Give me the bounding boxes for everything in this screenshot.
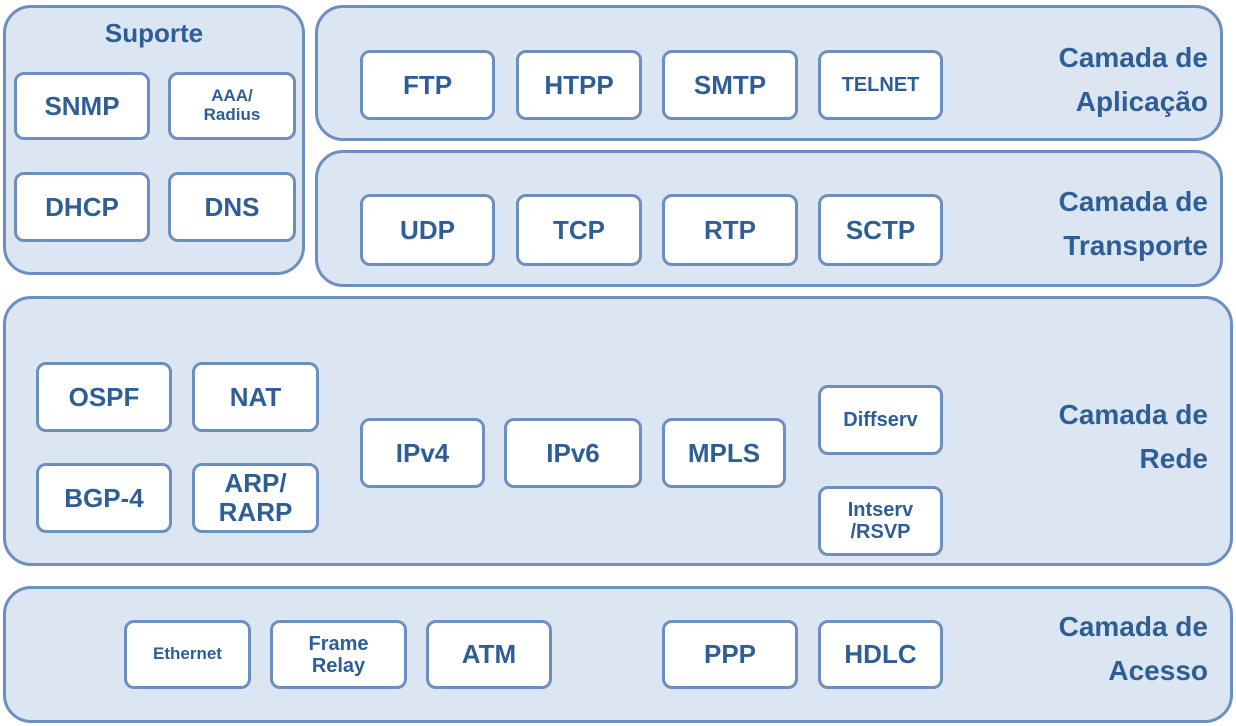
box-bgp-4: BGP-4 <box>36 463 172 533</box>
box-ftp: FTP <box>360 50 495 120</box>
box-intserv-rsvp: Intserv /RSVP <box>818 486 943 556</box>
box-snmp: SNMP <box>14 72 150 140</box>
box-rtp: RTP <box>662 194 798 266</box>
box-ethernet: Ethernet <box>124 620 251 689</box>
box-udp: UDP <box>360 194 495 266</box>
box-dns: DNS <box>168 172 296 242</box>
box-diffserv: Diffserv <box>818 385 943 455</box>
network-layer-label: Camada de Rede <box>1058 399 1208 474</box>
box-ppp: PPP <box>662 620 798 689</box>
box-smtp: SMTP <box>662 50 798 120</box>
box-hdlc: HDLC <box>818 620 943 689</box>
box-ospf: OSPF <box>36 362 172 432</box>
support-title: Suporte <box>104 18 204 48</box>
box-ipv6: IPv6 <box>504 418 642 488</box>
box-telnet: TELNET <box>818 50 943 120</box>
application-layer-label: Camada de Aplicação <box>1058 42 1208 117</box>
box-sctp: SCTP <box>818 194 943 266</box>
box-nat: NAT <box>192 362 319 432</box>
access-layer-label: Camada de Acesso <box>1058 611 1208 686</box>
box-dhcp: DHCP <box>14 172 150 242</box>
box-ipv4: IPv4 <box>360 418 485 488</box>
transport-layer-label: Camada de Transporte <box>1058 186 1208 261</box>
box-aaa-radius: AAA/ Radius <box>168 72 296 140</box>
box-frame-relay: Frame Relay <box>270 620 407 689</box>
box-htpp: HTPP <box>516 50 642 120</box>
box-tcp: TCP <box>516 194 642 266</box>
box-arp-rarp: ARP/ RARP <box>192 463 319 533</box>
box-atm: ATM <box>426 620 552 689</box>
box-mpls: MPLS <box>662 418 786 488</box>
